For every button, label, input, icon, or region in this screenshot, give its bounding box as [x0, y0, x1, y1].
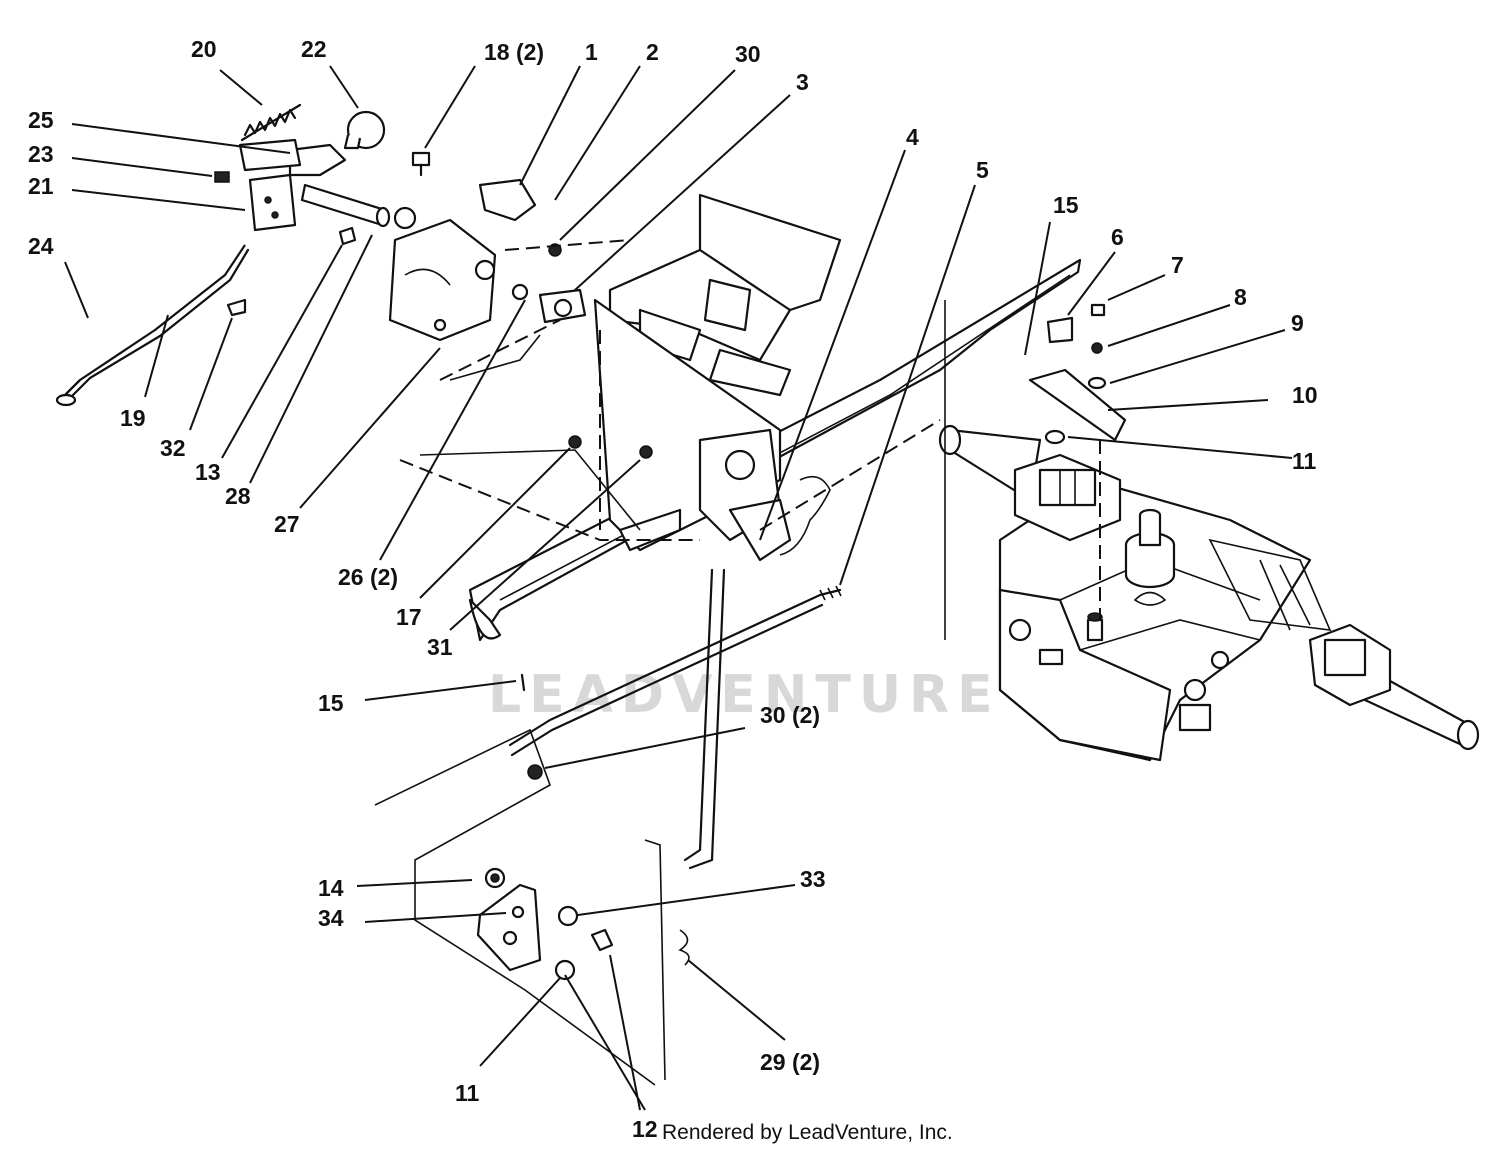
- callout-7: 7: [1171, 252, 1184, 278]
- bracket-assembly: [593, 193, 842, 562]
- callout-27: 27: [274, 511, 300, 537]
- callout-29: 29 (2): [760, 1049, 820, 1075]
- callout-15-bottom: 15: [318, 690, 344, 716]
- callout-6: 6: [1111, 224, 1124, 250]
- callout-8: 8: [1234, 284, 1247, 310]
- callout-20: 20: [191, 36, 217, 62]
- transaxle-assembly: [938, 424, 1480, 762]
- callout-4: 4: [906, 124, 919, 150]
- callout-11-bottom: 11: [455, 1080, 480, 1106]
- callout-12: 12: [632, 1116, 658, 1142]
- callout-14: 14: [318, 875, 344, 901]
- callout-21: 21: [28, 173, 54, 199]
- callout-26: 26 (2): [338, 564, 398, 590]
- rods: [508, 568, 842, 966]
- callout-25: 25: [28, 107, 54, 133]
- callout-28: 28: [225, 483, 251, 509]
- callout-2: 2: [646, 39, 659, 65]
- lower-plate-group: [476, 867, 614, 981]
- callout-23: 23: [28, 141, 54, 167]
- callout-31: 31: [427, 634, 453, 660]
- callout-9: 9: [1291, 310, 1304, 336]
- callout-1: 1: [585, 39, 598, 65]
- control-parts: [55, 103, 1127, 459]
- callout-24: 24: [28, 233, 54, 259]
- callout-3: 3: [796, 69, 809, 95]
- callout-34: 34: [318, 905, 344, 931]
- callout-labels: 20 22 18 (2) 1 2 30 3 25 23 21 24 19 32 …: [28, 36, 1318, 1142]
- callout-13: 13: [195, 459, 221, 485]
- callout-19: 19: [120, 405, 146, 431]
- assembly-lines: [374, 239, 1101, 1086]
- callout-5: 5: [976, 157, 989, 183]
- callout-30: 30: [735, 41, 761, 67]
- callout-18: 18 (2): [484, 39, 544, 65]
- callout-15-top: 15: [1053, 192, 1079, 218]
- callout-22: 22: [301, 36, 327, 62]
- callout-33: 33: [800, 866, 826, 892]
- callout-30-2: 30 (2): [760, 702, 820, 728]
- callout-32: 32: [160, 435, 186, 461]
- callout-10: 10: [1292, 382, 1318, 408]
- callout-11-top: 11: [1292, 448, 1317, 474]
- leader-lines: [64, 65, 1293, 1111]
- watermark-text: LEADVENTURE: [488, 665, 1001, 725]
- render-credit: Rendered by LeadVenture, Inc.: [662, 1121, 953, 1144]
- callout-17: 17: [396, 604, 422, 630]
